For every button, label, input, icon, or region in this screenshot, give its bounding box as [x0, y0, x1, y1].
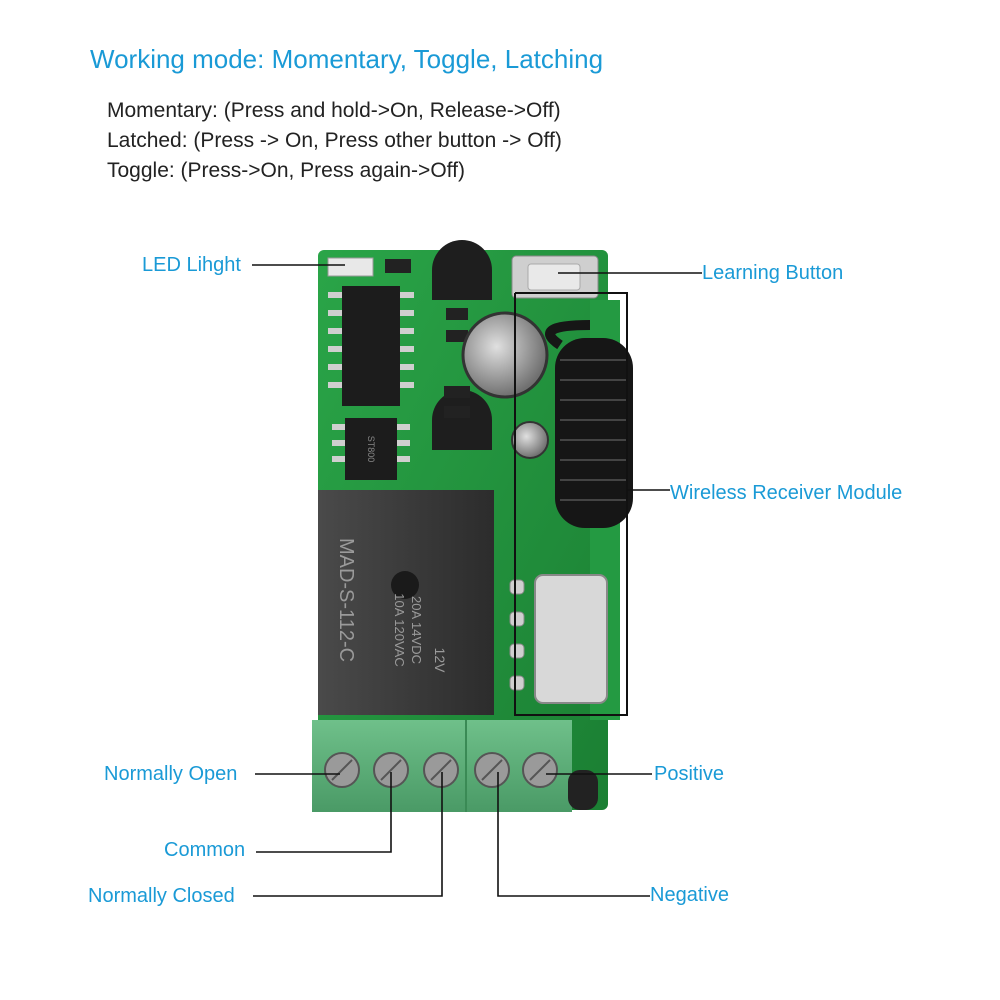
relay: MAD-S-112-C 10A 120VAC 20A 14VDC 12V [318, 490, 494, 715]
label-normally-open: Normally Open [104, 763, 238, 785]
label-common: Common [164, 839, 246, 861]
pcb-corner-diode [568, 770, 598, 810]
ic-chip-secondary: ST800 [332, 418, 410, 480]
mode-latched: Latched: (Press -> On, Press other butto… [107, 129, 562, 152]
crystal-oscillator [534, 574, 608, 704]
page-title: Working mode: Momentary, Toggle, Latchin… [90, 44, 604, 74]
transistor-top [432, 240, 492, 300]
smd-resistors [444, 308, 470, 418]
ic-chip-main [328, 286, 414, 406]
electrolytic-capacitor [461, 311, 549, 399]
transistor-bottom [432, 390, 492, 450]
terminal-screws [324, 752, 558, 788]
relay-rating-2: 20A 14VDC [409, 596, 424, 664]
relay-model: MAD-S-112-C [335, 538, 357, 662]
led-component [327, 257, 411, 277]
label-learning-button: Learning Button [702, 262, 844, 284]
label-negative: Negative [650, 884, 729, 906]
wireless-module-bracket [514, 292, 628, 716]
mode-toggle: Toggle: (Press->On, Press again->Off) [107, 159, 465, 182]
label-normally-closed: Normally Closed [88, 885, 235, 907]
relay-rating-1: 10A 120VAC [392, 593, 407, 666]
chip-marking: ST800 [366, 436, 376, 463]
label-positive: Positive [654, 763, 725, 785]
antenna-coil [545, 320, 633, 528]
mode-momentary: Momentary: (Press and hold->On, Release-… [107, 99, 561, 122]
small-capacitor [511, 421, 549, 459]
mode-descriptions: Momentary: (Press and hold->On, Release-… [107, 96, 562, 186]
learning-button [511, 255, 599, 299]
leader-lines [252, 264, 702, 897]
label-led-light: LED Lihght [142, 254, 241, 276]
label-wireless-receiver-module: Wireless Receiver Module [670, 482, 903, 504]
relay-voltage: 12V [432, 648, 448, 674]
header-pins [509, 579, 525, 691]
